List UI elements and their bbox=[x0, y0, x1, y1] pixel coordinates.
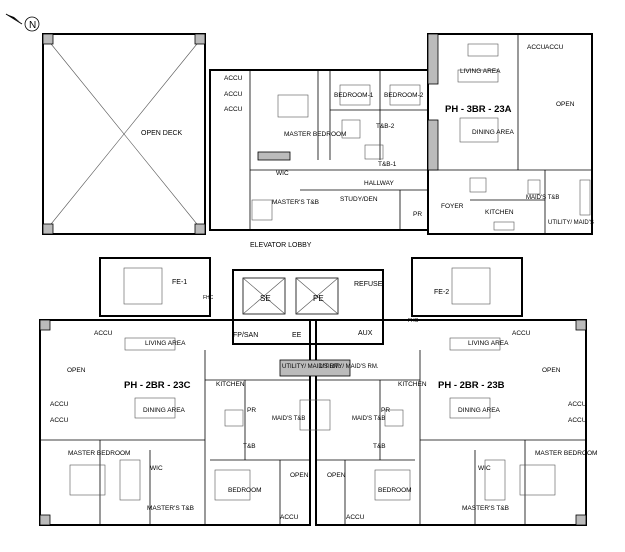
fe1-label: FE-1 bbox=[172, 279, 187, 286]
bedroom-23b: BEDROOM bbox=[378, 487, 412, 494]
unit-23b-walls bbox=[315, 319, 587, 526]
open-23c: OPEN bbox=[67, 367, 86, 374]
pe-label: PE bbox=[313, 294, 324, 303]
hallway-label: HALLWAY bbox=[364, 180, 395, 187]
fe2-label: FE-2 bbox=[434, 289, 449, 296]
compass-label: N bbox=[29, 20, 36, 31]
living-area-23c: LIVING AREA bbox=[145, 340, 186, 347]
accu-label-3: ACCU bbox=[224, 106, 243, 113]
master-bedroom-23c: MASTER BEDROOM bbox=[68, 450, 130, 457]
masters-tb-23b: MASTER'S T&B bbox=[462, 505, 509, 512]
accu-label-5: ACCU bbox=[545, 44, 564, 51]
tb-23c: T&B bbox=[243, 443, 256, 450]
kitchen-23a: KITCHEN bbox=[485, 209, 514, 216]
master-bedroom-23a: MASTER BEDROOM bbox=[284, 131, 346, 138]
unit-23b-title: PH - 2BR - 23B bbox=[438, 380, 505, 391]
bedroom1-label: BEDROOM-1 bbox=[334, 92, 374, 99]
tb-23b: T&B bbox=[373, 443, 386, 450]
ee-label: EE bbox=[292, 332, 302, 339]
masters-tb-23c: MASTER'S T&B bbox=[147, 505, 194, 512]
kitchen-23b: KITCHEN bbox=[398, 381, 427, 388]
unit-23a-walls bbox=[209, 33, 593, 235]
pr-23b: PR bbox=[381, 407, 390, 414]
kitchen-23c: KITCHEN bbox=[216, 381, 245, 388]
tb2-label: T&B-2 bbox=[376, 123, 395, 130]
accu-label-4: ACCU bbox=[527, 44, 546, 51]
open-deck-label-1: OPEN DECK bbox=[141, 130, 183, 137]
masters-tb-23a: MASTER'S T&B bbox=[272, 199, 319, 206]
unit-23c-walls bbox=[39, 319, 311, 526]
pr-23a: PR bbox=[413, 211, 422, 218]
open-23c-2: OPEN bbox=[290, 472, 309, 479]
elevator-lobby-label: ELEVATOR LOBBY bbox=[250, 242, 312, 249]
accu-label-2: ACCU bbox=[224, 91, 243, 98]
tb1-label: T&B-1 bbox=[378, 161, 397, 168]
maids-tb-23c: MAID'S T&B bbox=[272, 416, 305, 422]
aux-label: AUX bbox=[358, 330, 373, 337]
accu-23c-4: ACCU bbox=[280, 514, 299, 521]
accu-23c-1: ACCU bbox=[94, 330, 113, 337]
accu-23c-2: ACCU bbox=[50, 401, 69, 408]
wic-23c: WIC bbox=[150, 465, 163, 472]
dining-area-23b: DINING AREA bbox=[458, 407, 501, 414]
accu-23c-3: ACCU bbox=[50, 417, 69, 424]
se-label: SE bbox=[260, 294, 271, 303]
open-23a: OPEN bbox=[556, 101, 575, 108]
accu-23b-3: ACCU bbox=[568, 417, 587, 424]
dining-area-23c: DINING AREA bbox=[143, 407, 186, 414]
maids-tb-23a: MAID'S T&B bbox=[526, 195, 559, 201]
accu-label-1: ACCU bbox=[224, 75, 243, 82]
pr-23c: PR bbox=[247, 407, 256, 414]
fpsan-label: FP/SAN bbox=[233, 332, 258, 339]
accu-23b-2: ACCU bbox=[568, 401, 587, 408]
open-23b: OPEN bbox=[542, 367, 561, 374]
accu-23b-4: ACCU bbox=[346, 514, 365, 521]
north-arrow-icon bbox=[5, 13, 40, 32]
utility-rm-23c: UTILITY/ MAID'S RM. bbox=[282, 364, 341, 370]
open-deck-label-word: OPEN DECK bbox=[141, 130, 183, 137]
wic-23a: WIC bbox=[276, 170, 289, 177]
unit-23a-title: PH - 3BR - 23A bbox=[445, 104, 512, 115]
lower-furniture bbox=[69, 337, 556, 501]
wic-23b: WIC bbox=[478, 465, 491, 472]
open-deck-area bbox=[42, 33, 206, 235]
fhc-left: FHC bbox=[203, 295, 214, 301]
living-area-23a: LIVING AREA bbox=[460, 68, 501, 75]
bedroom2-label: BEDROOM-2 bbox=[384, 92, 424, 99]
bedroom-23c: BEDROOM bbox=[228, 487, 262, 494]
study-den-label: STUDY/DEN bbox=[340, 196, 378, 203]
refuse-label: REFUSE bbox=[354, 281, 383, 288]
open-23b-2: OPEN bbox=[327, 472, 346, 479]
utility-rm-23b: UTILITY/ MAID'S RM. bbox=[320, 364, 379, 370]
foyer-label: FOYER bbox=[441, 203, 464, 210]
utility-23a: UTILITY/ MAID'S bbox=[548, 220, 594, 226]
accu-23b-1: ACCU bbox=[512, 330, 531, 337]
maids-tb-23b: MAID'S T&B bbox=[352, 416, 385, 422]
dining-area-23a: DINING AREA bbox=[472, 129, 515, 136]
unit-23a-furniture bbox=[251, 43, 591, 231]
master-bedroom-23b: MASTER BEDROOM bbox=[535, 450, 597, 457]
unit-23c-title: PH - 2BR - 23C bbox=[124, 380, 191, 391]
living-area-23b: LIVING AREA bbox=[468, 340, 509, 347]
